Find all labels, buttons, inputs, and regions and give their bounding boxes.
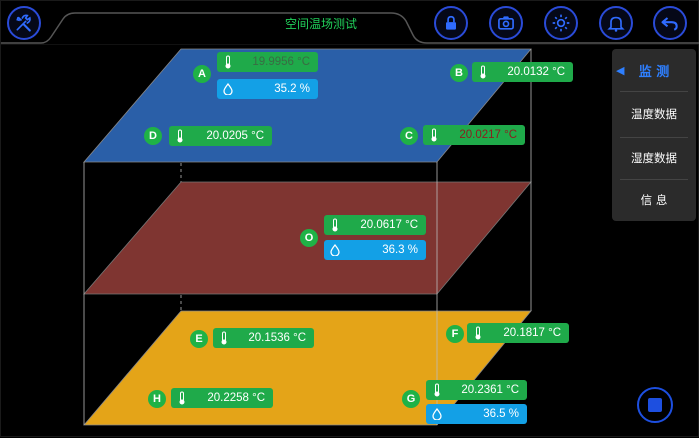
point-marker-c: C [400, 127, 418, 145]
temp-value-d: 20.0205 °C [206, 130, 264, 142]
sidebar-item-label: 信 息 [640, 193, 668, 207]
thermometer-icon [173, 388, 191, 408]
page-title: 空间温场测试 [284, 17, 357, 31]
point-marker-a: A [193, 65, 211, 83]
sidebar-item-temperature-data[interactable]: 温度数据 [612, 93, 696, 135]
stop-icon [648, 398, 662, 412]
active-arrow-icon: ◀ [616, 63, 625, 77]
sidebar-item-humidity-data[interactable]: 湿度数据 [612, 137, 696, 179]
thermometer-icon [326, 215, 344, 235]
temp-badge-c: 20.0217 °C [423, 125, 525, 145]
water-drop-icon [326, 240, 344, 260]
stop-button[interactable] [637, 387, 673, 423]
thermometer-icon [171, 126, 189, 146]
back-arrow-icon[interactable] [653, 6, 687, 40]
temp-badge-d: 20.0205 °C [169, 126, 272, 146]
point-marker-g: G [402, 390, 420, 408]
temp-badge-g: 20.2361 °C [426, 380, 527, 400]
lock-icon[interactable] [434, 6, 468, 40]
thermometer-icon [425, 125, 443, 145]
brightness-icon[interactable] [544, 6, 578, 40]
temp-value-e: 20.1536 °C [248, 332, 306, 344]
humidity-value-a: 35.2 % [274, 83, 310, 95]
temp-value-b: 20.0132 °C [507, 66, 565, 78]
sidebar-item-label: 监 测 [638, 64, 670, 80]
sidebar-item-label: 湿度数据 [631, 151, 677, 165]
point-marker-e: E [190, 330, 208, 348]
thermometer-icon [219, 52, 237, 72]
temp-value-f: 20.1817 °C [503, 327, 561, 339]
temp-value-o: 20.0617 °C [360, 219, 418, 231]
temp-value-h: 20.2258 °C [207, 392, 265, 404]
divider [620, 179, 688, 180]
divider [620, 137, 688, 138]
humidity-badge-a: 35.2 % [217, 79, 318, 99]
thermometer-icon [215, 328, 233, 348]
humidity-badge-g: 36.5 % [426, 404, 527, 424]
thermometer-icon [428, 380, 446, 400]
point-marker-h: H [148, 390, 166, 408]
temp-badge-e: 20.1536 °C [213, 328, 314, 348]
sidebar: ◀ 监 测 温度数据 湿度数据 信 息 [612, 49, 696, 221]
point-marker-o: O [300, 229, 318, 247]
top-bar: 空间温场测试 [1, 1, 699, 45]
temp-badge-o: 20.0617 °C [324, 215, 426, 235]
water-drop-icon [428, 404, 446, 424]
water-drop-icon [219, 79, 237, 99]
sidebar-item-label: 温度数据 [631, 107, 677, 121]
humidity-value-g: 36.5 % [483, 408, 519, 420]
thermometer-icon [474, 62, 492, 82]
temp-badge-b: 20.0132 °C [472, 62, 573, 82]
top-bar-frame [1, 12, 699, 45]
sidebar-item-info[interactable]: 信 息 [612, 179, 696, 221]
temp-badge-f: 20.1817 °C [467, 323, 569, 343]
point-marker-b: B [450, 64, 468, 82]
temp-badge-a: 19.9956 °C [217, 52, 318, 72]
divider [620, 91, 688, 92]
thermometer-icon [469, 323, 487, 343]
temp-badge-h: 20.2258 °C [171, 388, 273, 408]
point-marker-d: D [144, 127, 162, 145]
tools-icon[interactable] [7, 6, 41, 40]
humidity-value-o: 36.3 % [382, 244, 418, 256]
sidebar-item-monitor[interactable]: ◀ 监 测 [612, 49, 696, 91]
temp-value-a: 19.9956 °C [252, 56, 310, 68]
temp-value-g: 20.2361 °C [461, 384, 519, 396]
bell-icon[interactable] [599, 6, 633, 40]
humidity-badge-o: 36.3 % [324, 240, 426, 260]
point-marker-f: F [446, 325, 464, 343]
temp-value-c: 20.0217 °C [459, 129, 517, 141]
camera-icon[interactable] [489, 6, 523, 40]
